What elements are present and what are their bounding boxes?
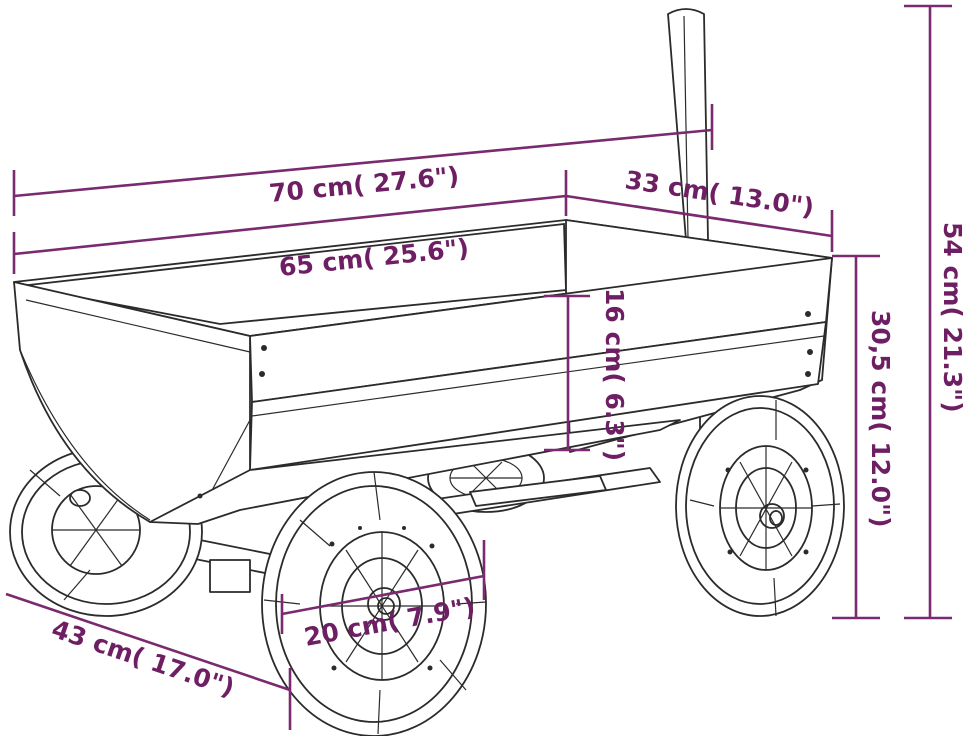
front-right-wheel (675, 395, 845, 617)
wagon-drawing (9, 8, 845, 736)
label-box-depth: 16 cm( 6.3") (600, 288, 629, 461)
dim-line-box-length (13, 194, 567, 256)
planter-box (13, 219, 833, 525)
label-total-height: 54 cm( 21.3") (938, 222, 967, 413)
dimension-lines (5, 4, 952, 730)
dim-line-box-width (565, 194, 833, 238)
handle (667, 8, 709, 241)
dim-line-total-length (13, 128, 713, 198)
label-total-width: 43 cm( 17.0") (48, 614, 238, 702)
label-box-height: 30,5 cm( 12.0") (866, 310, 895, 528)
front-left-wheel (261, 471, 487, 736)
dim-line-wheel-diameter (281, 574, 485, 616)
dim-line-total-width (5, 592, 291, 692)
label-box-width: 33 cm( 13.0") (623, 165, 816, 222)
